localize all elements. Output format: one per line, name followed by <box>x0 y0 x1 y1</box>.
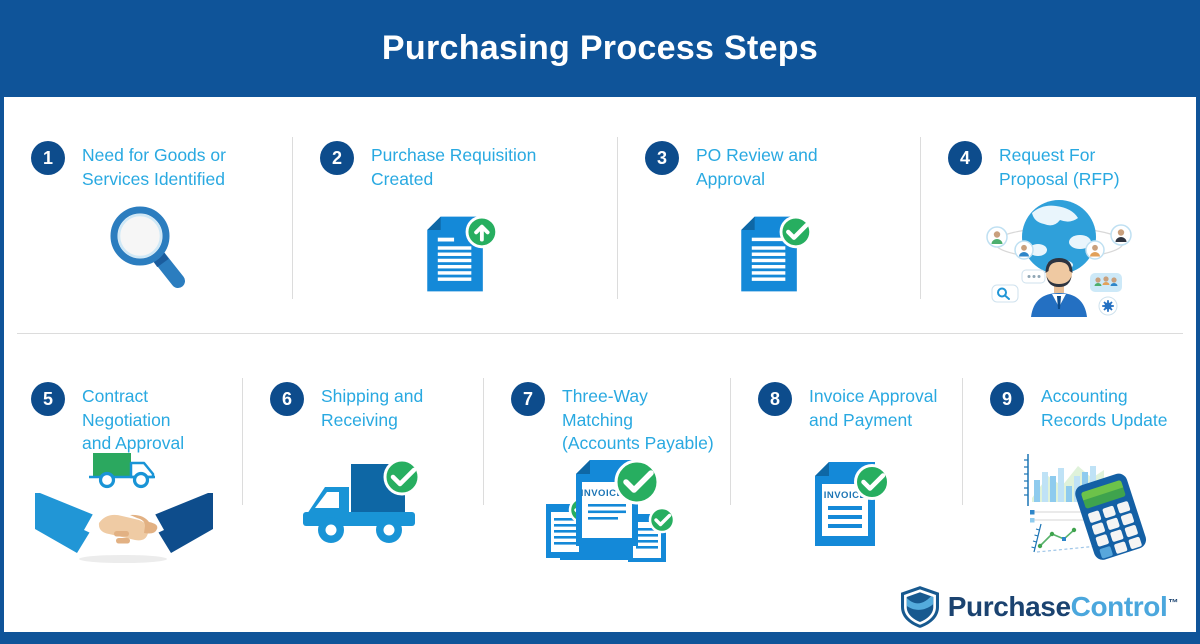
invoice-label-center: INVOICE <box>581 488 624 499</box>
step-2-header: 2 Purchase Requisition Created <box>320 141 618 191</box>
step-6-number-badge: 6 <box>270 382 304 416</box>
step-3-number-badge: 3 <box>645 141 679 175</box>
step-8: 8 Invoice Approval and Payment INVOICE <box>731 334 963 631</box>
step-2-label: Purchase Requisition Created <box>371 145 537 189</box>
chart-calculator-icon <box>963 446 1196 564</box>
step-8-number-badge: 8 <box>758 382 792 416</box>
step-8-label: Invoice Approval and Payment <box>809 386 938 430</box>
logo-text-purchase: Purchase <box>947 591 1071 622</box>
step-4-header: 4 Request For Proposal (RFP) <box>948 141 1196 191</box>
document-upload-icon <box>293 207 618 299</box>
trademark-symbol: ™ <box>1168 597 1178 609</box>
step-3-label: PO Review and Approval <box>696 145 818 189</box>
step-6-label: Shipping and Receiving <box>321 386 424 430</box>
step-3-header: 3 PO Review and Approval <box>645 141 921 191</box>
three-documents-approved-icon: INVOICE <box>484 446 731 568</box>
step-4: 4 Request For Proposal (RFP) <box>921 97 1196 333</box>
step-1-label: Need for Goods or Services Identified <box>82 145 226 189</box>
step-6-header: 6 Shipping and Receiving <box>270 382 484 432</box>
step-2-number-badge: 2 <box>320 141 354 175</box>
step-5: 5 Contract Negotiation and Approval <box>4 334 243 631</box>
step-1-header: 1 Need for Goods or Services Identified <box>31 141 293 191</box>
step-9-header: 9 Accounting Records Update <box>990 382 1196 432</box>
magnifier-icon <box>4 203 293 298</box>
step-7-header: 7 Three-Way Matching (Accounts Payable) <box>511 382 731 456</box>
invoice-approved-icon: INVOICE <box>731 454 963 554</box>
invoice-label: INVOICE <box>823 490 866 501</box>
shield-logo-icon <box>900 586 939 628</box>
horizontal-divider <box>17 333 1183 334</box>
global-network-person-icon <box>921 193 1196 317</box>
logo-wordmark: PurchaseControl™ <box>947 591 1179 622</box>
step-4-label: Request For Proposal (RFP) <box>999 145 1120 189</box>
step-9-number-badge: 9 <box>990 382 1024 416</box>
document-approved-icon <box>618 207 921 299</box>
step-7: 7 Three-Way Matching (Accounts Payable) <box>484 334 731 631</box>
handshake-truck-icon <box>4 447 243 565</box>
step-3: 3 PO Review and Approval <box>618 97 921 333</box>
step-5-number-badge: 5 <box>31 382 65 416</box>
step-9-label: Accounting Records Update <box>1041 386 1168 430</box>
steps-row-1: 1 Need for Goods or Services Identified … <box>4 97 1196 333</box>
truck-approved-icon <box>243 458 484 550</box>
step-4-number-badge: 4 <box>948 141 982 175</box>
page-title: Purchasing Process Steps <box>381 29 819 67</box>
step-6: 6 Shipping and Receiving <box>243 334 484 631</box>
steps-row-2: 5 Contract Negotiation and Approval <box>4 334 1196 631</box>
purchasecontrol-logo: PurchaseControl™ <box>900 586 1179 628</box>
step-7-number-badge: 7 <box>511 382 545 416</box>
step-5-header: 5 Contract Negotiation and Approval <box>31 382 243 456</box>
step-8-header: 8 Invoice Approval and Payment <box>758 382 963 432</box>
step-2: 2 Purchase Requisition Created <box>293 97 618 333</box>
header-banner: Purchasing Process Steps <box>4 0 1196 97</box>
step-7-label: Three-Way Matching (Accounts Payable) <box>562 386 714 453</box>
step-1: 1 Need for Goods or Services Identified <box>4 97 293 333</box>
step-1-number-badge: 1 <box>31 141 65 175</box>
logo-text-control: Control <box>1070 591 1168 622</box>
step-5-label: Contract Negotiation and Approval <box>82 386 185 453</box>
step-9: 9 Accounting Records Update <box>963 334 1196 631</box>
